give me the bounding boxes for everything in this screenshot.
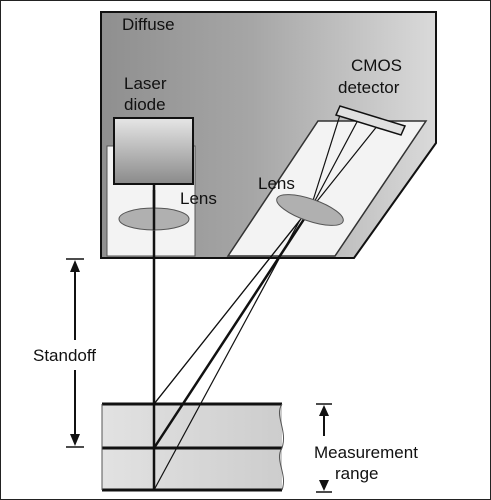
ray-to-detector-2 [309, 119, 359, 211]
laser-diode-body [113, 117, 194, 185]
right-lens-label: Lens [258, 174, 295, 193]
light-rays [152, 114, 379, 491]
standoff-arrowhead-down [70, 434, 80, 446]
range-label-line1: Measurement [314, 443, 418, 462]
laser-label-line1: Laser [124, 74, 167, 93]
left-lens-label: Lens [180, 189, 217, 208]
housing-label: Diffuse [122, 15, 175, 34]
range-arrowhead-up [319, 405, 329, 416]
standoff-arrowhead-up [70, 260, 80, 272]
range-label-line2: range [335, 464, 378, 483]
standoff-label: Standoff [33, 346, 96, 365]
ray-to-detector-1 [309, 114, 341, 211]
ray-to-detector-3 [309, 124, 379, 211]
detector-label-line1: CMOS [351, 56, 402, 75]
ray-far [153, 219, 301, 491]
measurement-range-arrow [316, 403, 332, 493]
standoff-arrow [66, 258, 84, 448]
detector-label-line2: detector [338, 78, 400, 97]
target-break-edge [278, 403, 284, 491]
ray-near-right [153, 219, 301, 405]
range-arrowhead-down [319, 480, 329, 491]
cmos-detector-bar [334, 105, 407, 136]
laser-label-line2: diode [124, 95, 166, 114]
right-lens [276, 194, 344, 226]
target-surface [101, 402, 284, 492]
